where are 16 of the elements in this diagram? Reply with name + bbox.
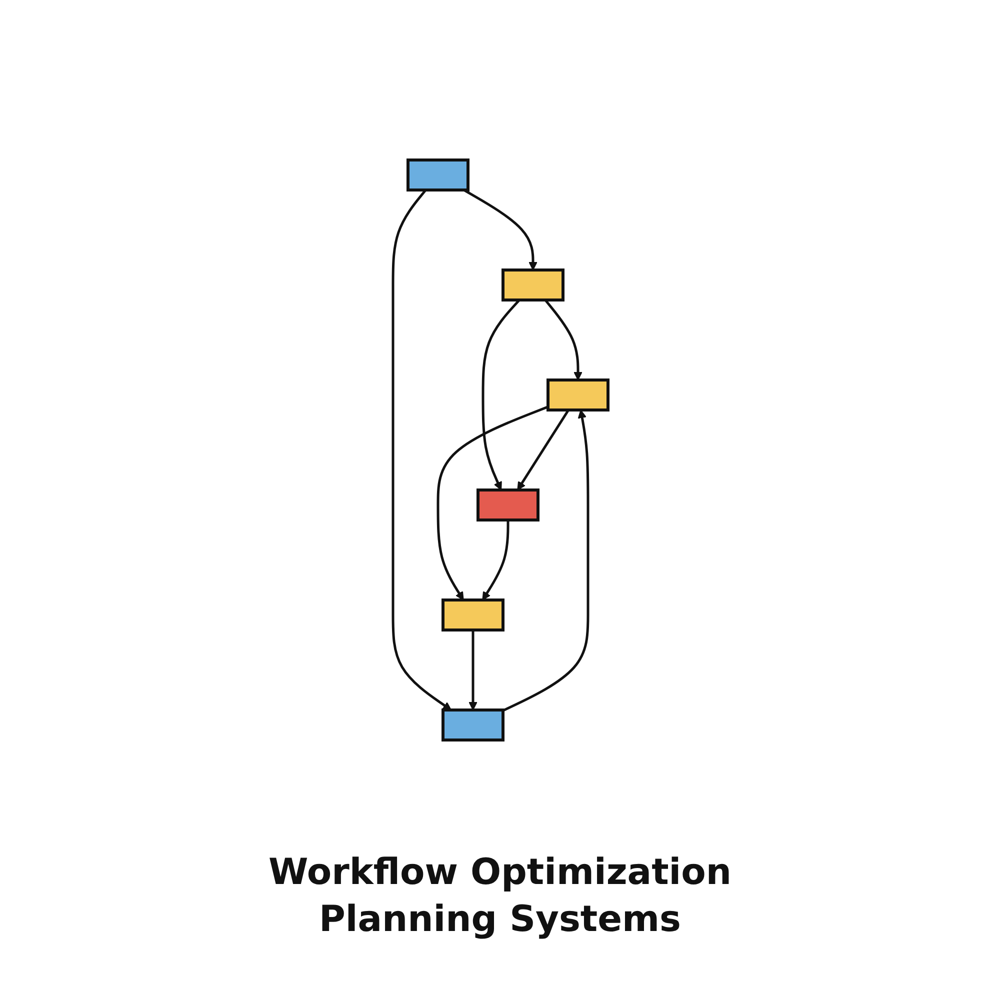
- arrow: [516, 409, 569, 490]
- node-box: [501, 268, 564, 302]
- node-box: [441, 598, 504, 632]
- node-box: [476, 488, 539, 522]
- arrow: [544, 299, 582, 380]
- arrow: [462, 188, 537, 270]
- arrow: [502, 410, 589, 712]
- node-box: [406, 158, 469, 192]
- node-box: [546, 378, 609, 412]
- arrow: [436, 406, 548, 600]
- arrow: [468, 630, 477, 710]
- arrow: [481, 299, 520, 490]
- arrow: [482, 520, 509, 600]
- arrow: [391, 189, 452, 710]
- caption: Workflow Optimization Planning Systems: [268, 851, 732, 942]
- node-box: [441, 708, 504, 742]
